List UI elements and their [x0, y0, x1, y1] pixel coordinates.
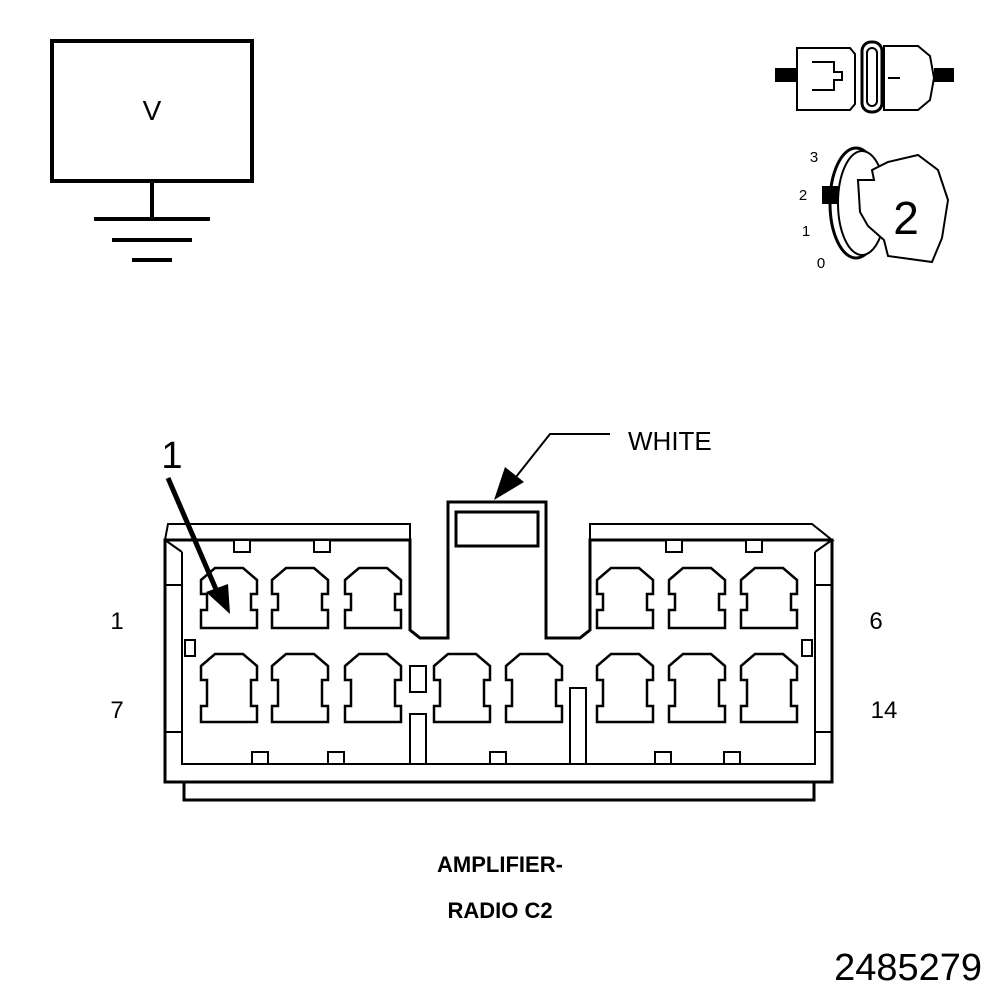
pin-label-top-left: 1 — [110, 608, 123, 635]
figure-id: 2485279 — [834, 947, 982, 989]
callout-number: 1 — [161, 435, 182, 477]
voltmeter-label: V — [143, 95, 162, 126]
cavity-pin-9 — [343, 652, 403, 724]
callout-arrow — [206, 584, 230, 614]
cavity-pin-6 — [739, 566, 799, 630]
cavity-pin-2 — [270, 566, 330, 630]
cavity-pin-11 — [504, 652, 564, 724]
cavity-pin-10 — [432, 652, 492, 724]
voltmeter-symbol: V — [50, 39, 254, 262]
dial-tick-3: 3 — [810, 149, 818, 166]
probe-size-dial-icon: 3 2 1 0 2 — [799, 146, 950, 272]
cavity-pin-13 — [667, 652, 727, 724]
connector-title-line1: AMPLIFIER- — [437, 852, 563, 877]
connector-title-line2: RADIO C2 — [447, 898, 552, 923]
pin-label-bottom-left: 7 — [110, 697, 123, 724]
dial-marker — [822, 186, 838, 204]
connector-face-view: WHITE — [110, 426, 897, 923]
connector-latch — [454, 510, 540, 548]
cavity-pin-5 — [667, 566, 727, 630]
cavity-pin-14 — [739, 652, 799, 724]
connector-color-label: WHITE — [628, 426, 712, 456]
dial-tick-2: 2 — [799, 187, 807, 204]
cavity-pin-4 — [595, 566, 655, 630]
pin-label-bottom-right: 14 — [871, 697, 898, 724]
pin-label-top-right: 6 — [869, 608, 882, 635]
test-probe-icon — [775, 40, 954, 114]
dial-setting: 2 — [893, 192, 919, 244]
dial-tick-1: 1 — [802, 223, 810, 240]
cavity-pin-3 — [343, 566, 403, 630]
cavity-pin-7 — [199, 652, 259, 724]
ground-icon — [94, 181, 210, 262]
cavity-pin-12 — [595, 652, 655, 724]
dial-tick-0: 0 — [817, 255, 825, 272]
cavity-pin-8 — [270, 652, 330, 724]
